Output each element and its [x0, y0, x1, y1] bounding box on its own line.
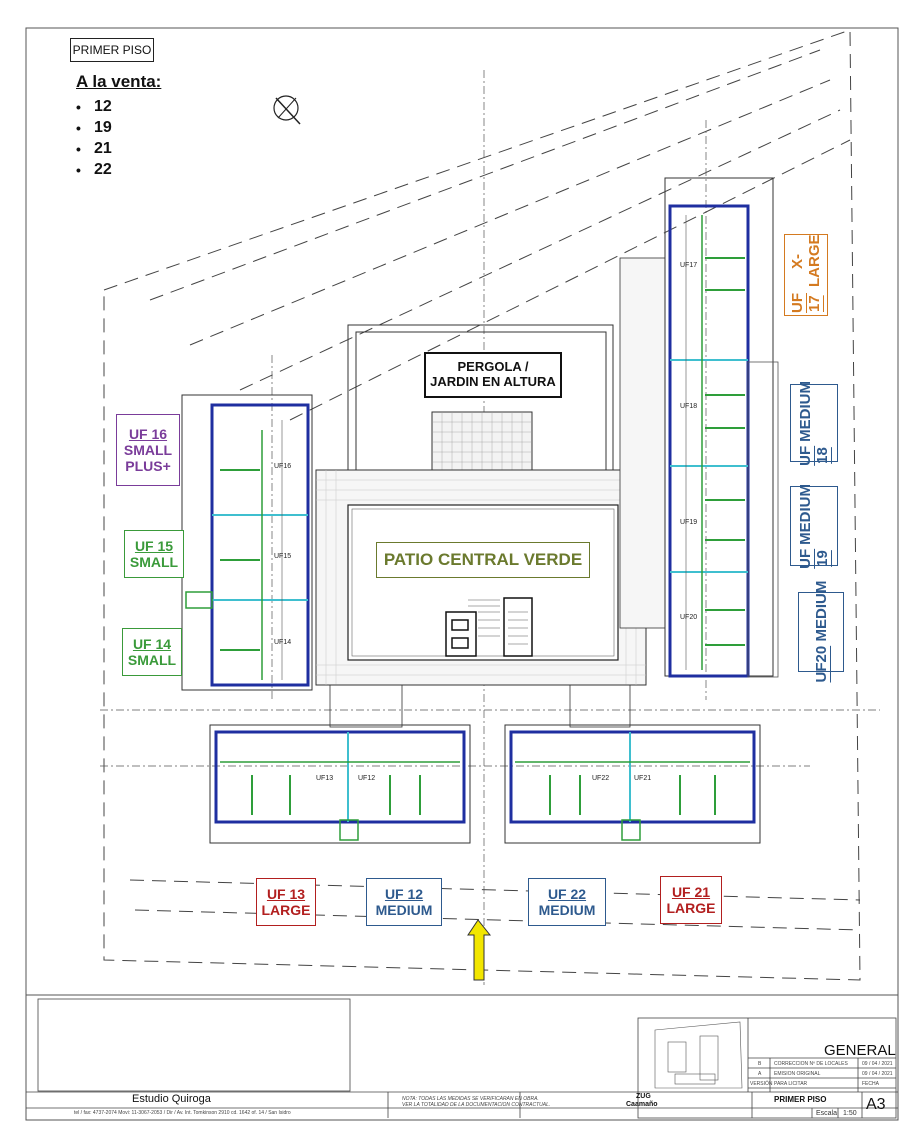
version-value: PARA LICITAR [774, 1081, 808, 1087]
version-label: VERSIÓN [750, 1081, 773, 1087]
list-item: 21 [76, 138, 112, 159]
axis-lines [100, 70, 880, 985]
floor-tag: PRIMER PISO [70, 38, 154, 62]
entrance-arrow-icon [467, 919, 492, 981]
rev-b-code: B [758, 1061, 762, 1067]
rev-a-date: 09 / 04 / 2021 [862, 1071, 893, 1077]
plan-label-uf12: UF12 [358, 775, 376, 782]
unit-box-uf14: UF 14 SMALL [122, 628, 182, 676]
title-block-frame [26, 998, 898, 1119]
plan-label-uf19: UF19 [680, 519, 698, 526]
unit-box-uf21: UF 21 LARGE [660, 876, 722, 924]
plan-label-uf13: UF13 [316, 775, 334, 782]
date-label: FECHA [862, 1081, 879, 1087]
sheet-frame [25, 27, 899, 1121]
unit-box-uf16: UF 16 SMALL PLUS+ [116, 414, 180, 486]
plan-label-uf15: UF15 [274, 553, 292, 560]
plan-label-uf17: UF17 [680, 262, 698, 269]
plan-label-uf20: UF20 [680, 614, 698, 621]
project-name: Caamaño [626, 1101, 658, 1108]
lot-boundary [103, 29, 861, 981]
plan-label-uf18: UF18 [680, 403, 698, 410]
rev-a-desc: EMISION ORIGINAL [774, 1071, 821, 1077]
stair-core [445, 597, 533, 657]
plan-label-uf21: UF21 [634, 775, 652, 782]
plan-label-uf16: UF16 [274, 463, 292, 470]
project-code: ZUG [636, 1093, 651, 1100]
key-plan-thumbnail [654, 1021, 743, 1089]
stair-steps [468, 599, 528, 645]
plan-label-uf22: UF22 [592, 775, 610, 782]
bottom-right-wing [504, 684, 761, 844]
unit-box-uf12: UF 12 MEDIUM [366, 878, 442, 926]
rev-b-date: 09 / 04 / 2021 [862, 1061, 893, 1067]
for-sale-title: A la venta: [76, 72, 162, 91]
list-item: 22 [76, 159, 112, 180]
pergola-label: PERGOLA / JARDIN EN ALTURA [424, 352, 562, 398]
scale-value: 1:50 [843, 1110, 857, 1117]
sheet-size: A3 [866, 1096, 886, 1113]
list-item: 19 [76, 117, 112, 138]
sheet-group: GENERAL [824, 1042, 896, 1059]
unit-box-uf22: UF 22 MEDIUM [528, 878, 606, 926]
north-compass-icon [273, 95, 301, 125]
right-wing [619, 177, 779, 678]
for-sale-list: 12 19 21 22 [76, 96, 112, 180]
unit-box-uf13: UF 13 LARGE [256, 878, 316, 926]
left-wing [181, 394, 313, 691]
sheet-title: PRIMER PISO [774, 1095, 827, 1104]
pergola-structure [347, 324, 614, 486]
note-line-2: VER LA TOTALIDAD DE LA DOCUMENTACION CON… [402, 1102, 551, 1108]
note-line-1: NOTA: TODAS LAS MEDIDAS SE VERIFICARAN E… [402, 1096, 539, 1102]
paving-grid [316, 470, 646, 685]
patio-label: PATIO CENTRAL VERDE [376, 542, 590, 578]
rev-b-desc: CORRECCION Nº DE LOCALES [774, 1061, 848, 1067]
rev-a-code: A [758, 1071, 762, 1077]
unit-box-uf15: UF 15 SMALL [124, 530, 184, 578]
bottom-left-wing [209, 684, 471, 844]
list-item: 12 [76, 96, 112, 117]
scale-label: Escala [816, 1110, 838, 1117]
studio-name: Estudio Quiroga [132, 1093, 211, 1105]
studio-contact: tel / fax: 4737-2074 Movi: 11-3067-2053 … [74, 1110, 291, 1116]
plan-label-uf14: UF14 [274, 639, 292, 646]
